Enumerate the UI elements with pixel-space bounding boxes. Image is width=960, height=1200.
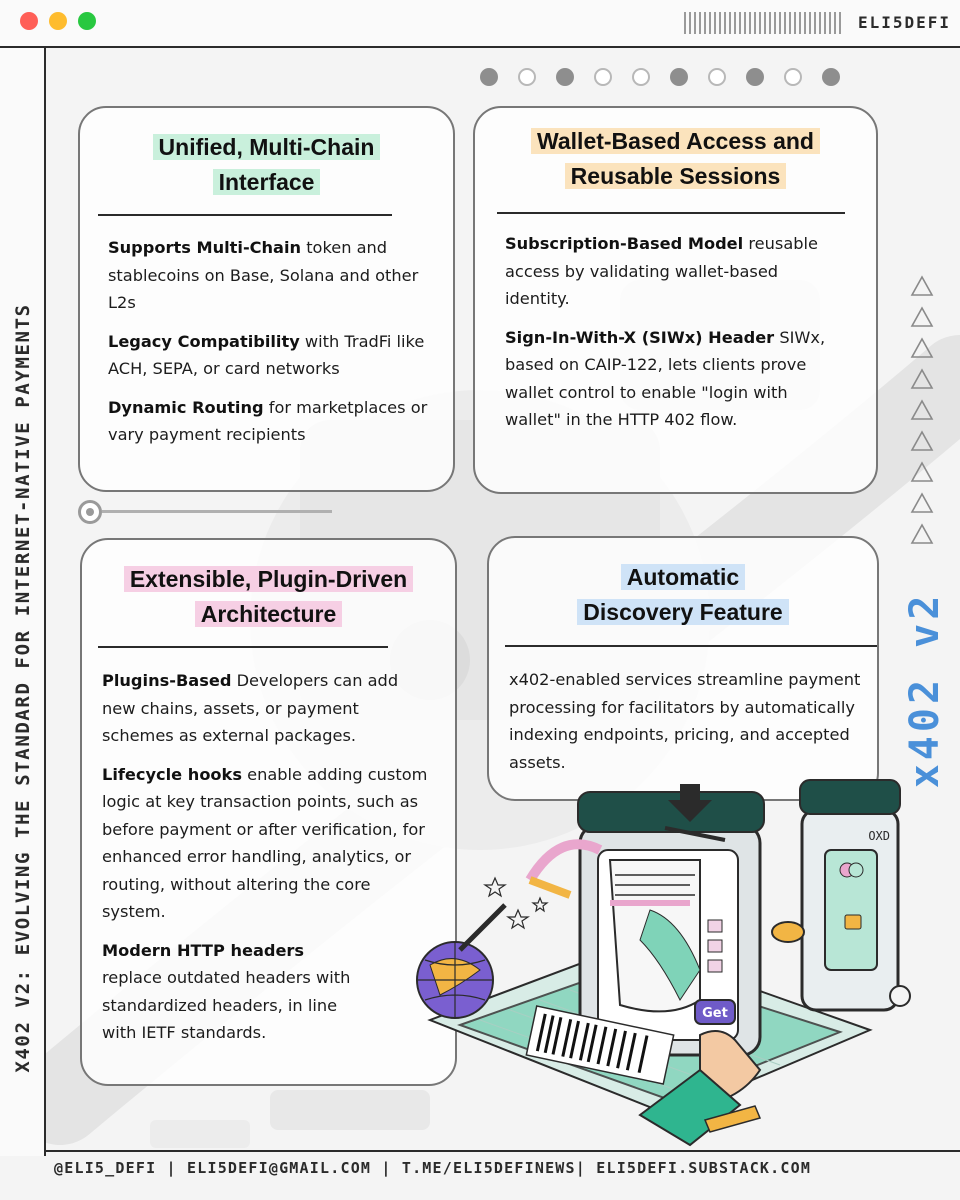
side-device-label: OXD xyxy=(868,829,890,843)
title-line-2: Architecture xyxy=(194,601,343,627)
card-wallet-access: Wallet-Based Access and Reusable Session… xyxy=(473,106,878,494)
pagination-dot xyxy=(746,68,764,86)
divider xyxy=(505,645,877,647)
brand-name: ELI5DEFI xyxy=(858,13,952,32)
feature-item: Lifecycle hooks enable adding custom log… xyxy=(102,764,428,922)
feature-item: Legacy Compatibility with TradFi like AC… xyxy=(108,331,425,379)
title-line-1: Wallet-Based Access and xyxy=(531,128,820,154)
card-multichain: Unified, Multi-Chain Interface Supports … xyxy=(78,106,455,492)
feature-item: Subscription-Based Model reusable access… xyxy=(505,234,818,308)
triangle-icon xyxy=(910,306,934,327)
slider-track xyxy=(102,510,332,513)
card-body: Supports Multi-Chain token and stablecoi… xyxy=(108,234,428,460)
title-line-2: Interface xyxy=(212,169,321,195)
card-body: x402-enabled services streamline payment… xyxy=(509,666,869,787)
divider xyxy=(98,214,392,216)
card-title: Wallet-Based Access and Reusable Session… xyxy=(475,124,876,194)
footer-bar: @ELI5_DEFI | ELI5DEFI@GMAIL.COM | T.ME/E… xyxy=(46,1150,960,1182)
pagination-dot xyxy=(594,68,612,86)
divider xyxy=(497,212,845,214)
side-title: X402 V2: EVOLVING THE STANDARD FOR INTER… xyxy=(12,303,34,1073)
slider-knob xyxy=(78,500,102,524)
minimize-window-button[interactable] xyxy=(49,12,67,30)
pagination-dot xyxy=(708,68,726,86)
feature-item: Sign-In-With-X (SIWx) Header SIWx, based… xyxy=(505,327,826,430)
discovery-description: x402-enabled services streamline payment… xyxy=(509,670,861,772)
feature-item: Modern HTTP headers replace outdated hea… xyxy=(102,940,351,1043)
payment-terminal-illustration: OXD OXD Get xyxy=(416,779,911,1147)
triangle-icon xyxy=(910,492,934,513)
title-line-1: Automatic xyxy=(620,564,746,590)
footer-contacts: @ELI5_DEFI | ELI5DEFI@GMAIL.COM | T.ME/E… xyxy=(54,1159,812,1177)
triangle-icon xyxy=(910,275,934,296)
receipt-barcode xyxy=(525,1005,675,1085)
pagination-dot xyxy=(822,68,840,86)
triangle-icon xyxy=(910,337,934,358)
card-plugin-architecture: Extensible, Plugin-Driven Architecture P… xyxy=(80,538,457,1086)
pagination-dot xyxy=(518,68,536,86)
card-title: Automatic Discovery Feature xyxy=(489,560,877,630)
feature-item: Supports Multi-Chain token and stablecoi… xyxy=(108,238,419,312)
maximize-window-button[interactable] xyxy=(78,12,96,30)
pagination-dots xyxy=(480,68,840,86)
title-line-1: Extensible, Plugin-Driven xyxy=(123,566,414,592)
pagination-dot xyxy=(784,68,802,86)
title-line-2: Discovery Feature xyxy=(577,599,789,625)
side-title-bar: X402 V2: EVOLVING THE STANDARD FOR INTER… xyxy=(0,48,46,1156)
pagination-dot xyxy=(480,68,498,86)
triangle-icon xyxy=(910,430,934,451)
x402-v2-logo: x402 v2 xyxy=(902,591,948,789)
close-window-button[interactable] xyxy=(20,12,38,30)
title-line-2: Reusable Sessions xyxy=(564,163,787,189)
triangle-icon xyxy=(910,461,934,482)
card-title: Extensible, Plugin-Driven Architecture xyxy=(82,562,455,632)
get-button-label: Get xyxy=(702,1006,728,1021)
barcode-decoration xyxy=(684,12,844,34)
slider-decoration xyxy=(78,500,333,524)
pagination-dot xyxy=(556,68,574,86)
card-title: Unified, Multi-Chain Interface xyxy=(80,130,453,200)
card-automatic-discovery: Automatic Discovery Feature x402-enabled… xyxy=(487,536,879,801)
card-body: Plugins-Based Developers can add new cha… xyxy=(102,667,432,1058)
title-line-1: Unified, Multi-Chain xyxy=(152,134,381,160)
triangle-icon xyxy=(910,368,934,389)
window-titlebar: ELI5DEFI xyxy=(0,0,960,48)
triangle-icon xyxy=(910,523,934,544)
divider xyxy=(98,646,388,648)
triangle-column xyxy=(910,275,934,545)
card-body: Subscription-Based Model reusable access… xyxy=(505,230,845,445)
pagination-dot xyxy=(670,68,688,86)
pagination-dot xyxy=(632,68,650,86)
triangle-icon xyxy=(910,399,934,420)
get-button xyxy=(694,999,736,1025)
feature-item: Plugins-Based Developers can add new cha… xyxy=(102,671,399,745)
feature-item: Dynamic Routing for marketplaces or vary… xyxy=(108,397,428,445)
